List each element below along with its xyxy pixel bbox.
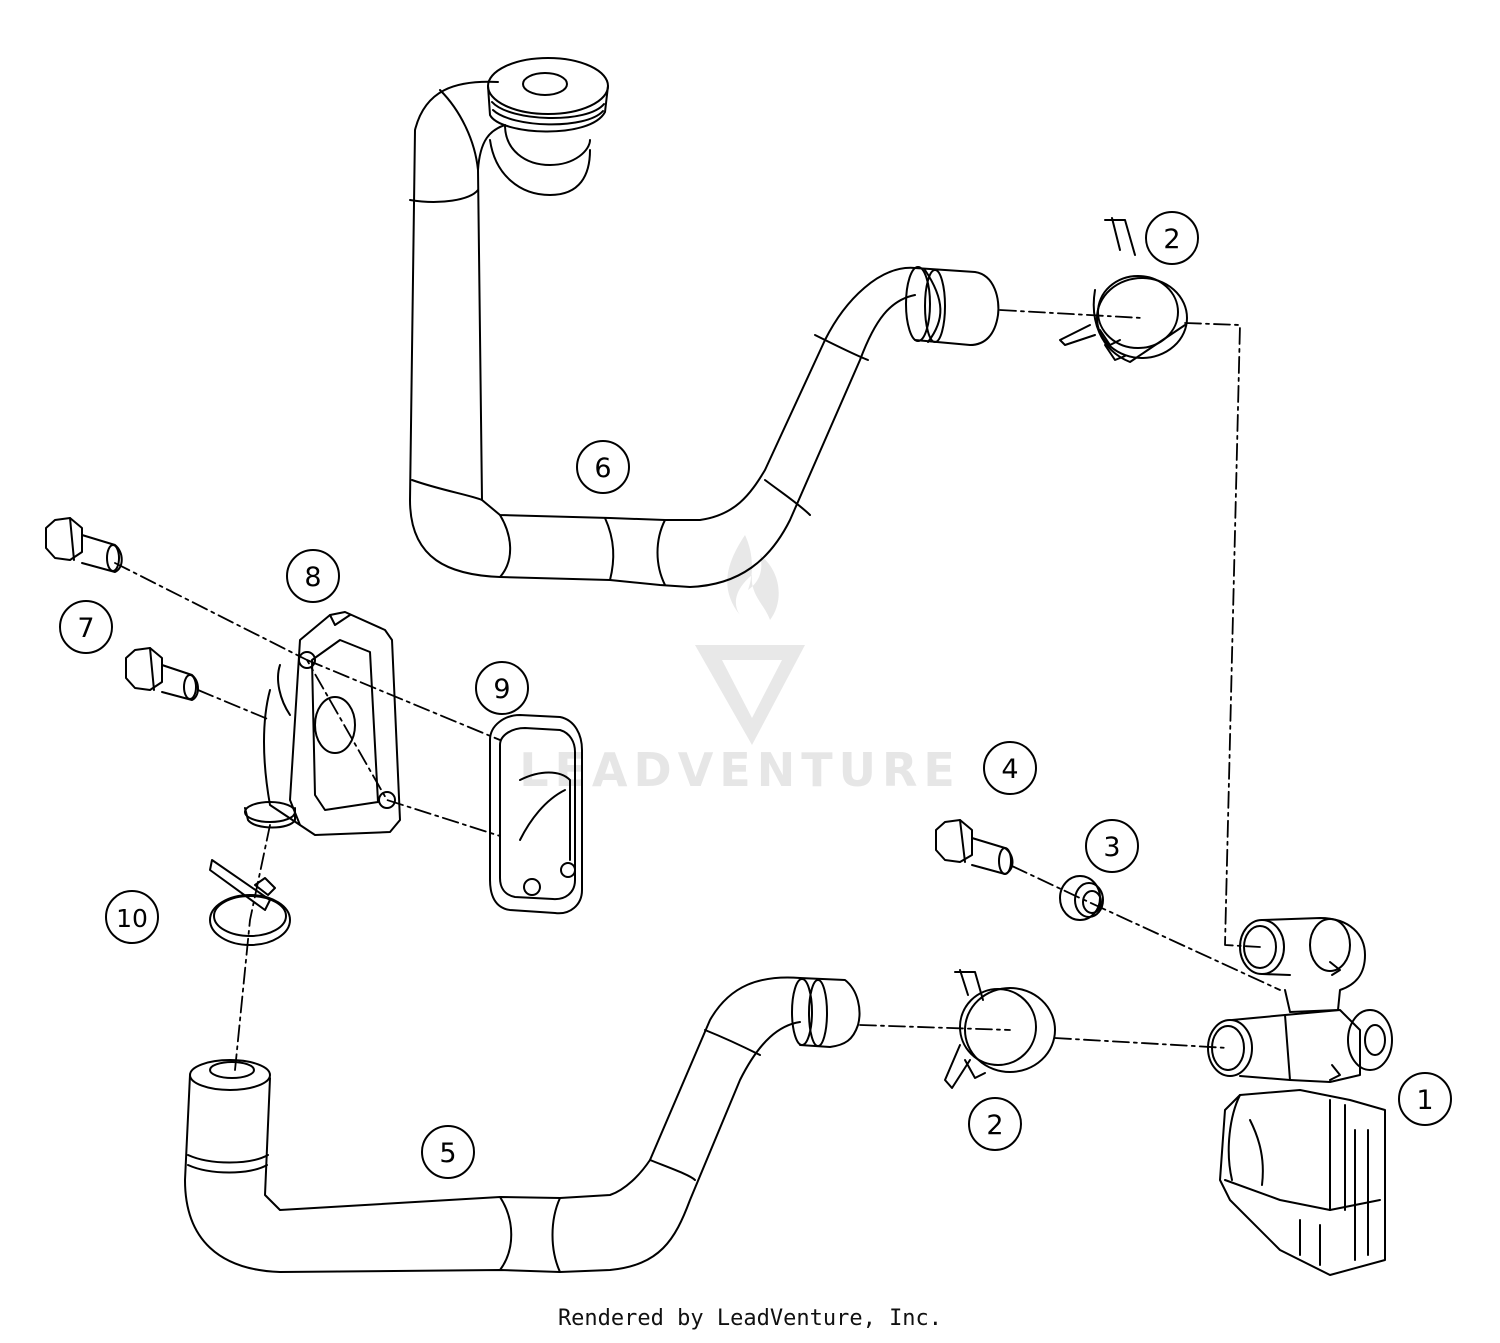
valve-part-1[interactable] [1207, 917, 1393, 1276]
hose-part-5[interactable] [184, 976, 861, 1273]
washer-part-3[interactable] [1059, 875, 1104, 921]
leader-clamp-lower-to-valve [1054, 1037, 1229, 1049]
callout-8-label: 8 [304, 562, 321, 593]
leader-clamp-upper-to-valve [1184, 322, 1261, 948]
callout-7-label: 7 [77, 613, 94, 644]
callout-3: 3 [1085, 819, 1139, 873]
fitting-part-8[interactable] [244, 611, 401, 836]
callout-2-lower: 2 [968, 1097, 1022, 1151]
callout-10: 10 [105, 890, 159, 944]
callout-8: 8 [286, 549, 340, 603]
callout-3-label: 3 [1103, 832, 1120, 863]
leader-bolt-4-to-valve [1011, 865, 1281, 991]
callout-9-label: 9 [493, 674, 510, 705]
watermark-text: LEADVENTURE [519, 743, 961, 797]
leader-bolt-7-upper [114, 562, 501, 837]
callout-6: 6 [576, 440, 630, 494]
callout-4: 4 [983, 741, 1037, 795]
callout-5: 5 [421, 1125, 475, 1179]
callout-2-upper: 2 [1145, 211, 1199, 265]
clamp-part-2-upper[interactable] [1059, 217, 1188, 363]
leader-bolt-7-lower [197, 689, 271, 721]
leader-fitting-to-hose-5 [234, 824, 271, 1071]
leader-lines [114, 309, 1281, 1071]
leader-hose-5-to-clamp-lower [859, 1024, 1011, 1031]
watermark: LEADVENTURE [519, 535, 961, 797]
cable-tie-part-10[interactable] [209, 859, 291, 946]
callout-2-lower-label: 2 [986, 1110, 1003, 1141]
callout-9: 9 [475, 661, 529, 715]
callout-4-label: 4 [1001, 754, 1018, 785]
bolt-part-7-upper[interactable] [45, 517, 123, 573]
callout-1: 1 [1398, 1072, 1452, 1126]
bolt-part-4[interactable] [935, 819, 1014, 875]
callout-5-label: 5 [439, 1138, 456, 1169]
callout-2-upper-label: 2 [1163, 224, 1180, 255]
callout-6-label: 6 [594, 453, 611, 484]
hose-part-6[interactable] [409, 57, 1000, 588]
leader-clamp-upper-to-hose-6 [999, 309, 1143, 319]
callout-1-label: 1 [1416, 1085, 1433, 1116]
callout-10-label: 10 [116, 904, 148, 933]
clamp-part-2-lower[interactable] [944, 969, 1056, 1089]
footer-credit: Rendered by LeadVenture, Inc. [557, 1306, 943, 1331]
cover-part-9[interactable] [489, 714, 583, 915]
watermark-v-icon [695, 645, 805, 745]
callout-7: 7 [59, 600, 113, 654]
watermark-flame-icon [727, 535, 779, 620]
bolt-part-7-lower[interactable] [125, 647, 199, 701]
leader-fitting-to-cover [306, 659, 501, 741]
